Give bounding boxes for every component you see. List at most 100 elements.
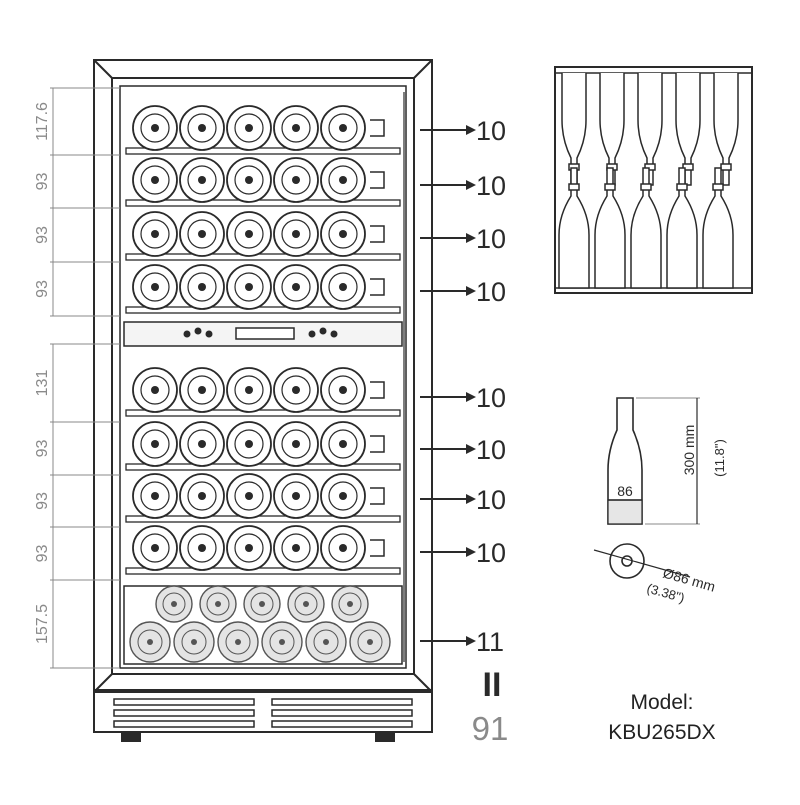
bottle-size-drawing: 86 300 mm (11.8") Ø86 mm (3.38") xyxy=(593,397,727,606)
bottle-center xyxy=(198,544,206,552)
capacity-arrow: 10 xyxy=(420,116,506,146)
bottle-center xyxy=(245,230,253,238)
bottle-punt xyxy=(328,375,358,405)
bottle-center xyxy=(151,283,159,291)
shelf-spacing-label: 93 xyxy=(34,545,51,563)
bottle-punt xyxy=(281,219,311,249)
bottle-center xyxy=(198,283,206,291)
bottle-neck xyxy=(370,278,385,296)
bin-bottle-ring xyxy=(181,629,207,655)
bottle-punt xyxy=(234,113,264,143)
control-button-2 xyxy=(194,327,202,335)
shelf-spacing-label: 157.5 xyxy=(34,604,51,644)
bottle-center xyxy=(245,492,253,500)
capacity-arrow: 10 xyxy=(420,485,506,515)
cabinet-frame xyxy=(93,59,433,693)
bin-bottle-ring xyxy=(137,629,163,655)
shelf-capacity-label: 11 xyxy=(476,627,504,657)
arrow-head xyxy=(466,494,476,504)
arrow-head xyxy=(466,392,476,402)
capacity-arrow: 11 xyxy=(420,627,504,657)
vent-slot-left-3 xyxy=(113,720,255,728)
bottle-center xyxy=(339,283,347,291)
bin-bottle-center xyxy=(367,639,373,645)
bin-bottle-ring xyxy=(357,629,383,655)
bottle-neck xyxy=(370,487,385,505)
model-name: KBU265DX xyxy=(608,721,716,744)
bottle-center xyxy=(339,176,347,184)
bottle-punt xyxy=(234,219,264,249)
bottle-center xyxy=(339,386,347,394)
bottle-center xyxy=(292,124,300,132)
bottle-punt xyxy=(140,533,170,563)
control-button-5 xyxy=(319,327,327,335)
bottle-center xyxy=(151,124,159,132)
bottle-center xyxy=(292,386,300,394)
vent-slot-left-2 xyxy=(113,709,255,717)
control-button-4 xyxy=(308,330,316,338)
shelf-spacing-label: 93 xyxy=(34,173,51,191)
temperature-display xyxy=(235,327,295,340)
bin-bottle-center xyxy=(259,601,265,607)
bottle-punt xyxy=(187,533,217,563)
shelf-dimension: 93 xyxy=(34,474,120,528)
stacked-bottle-upright xyxy=(594,167,626,289)
arrow-head xyxy=(466,286,476,296)
bin-bottle-ring xyxy=(206,592,230,616)
bottle-center xyxy=(292,230,300,238)
shelf-capacity-label: 10 xyxy=(476,383,506,413)
shelf-rows xyxy=(125,105,401,663)
control-button-1 xyxy=(183,330,191,338)
shelf-row xyxy=(125,367,401,417)
bin-bottle-center xyxy=(171,601,177,607)
bottle-neck xyxy=(370,539,385,557)
bottle-center xyxy=(198,492,206,500)
bottle-punt xyxy=(281,429,311,459)
bottle-neck xyxy=(370,225,385,243)
bottle-center xyxy=(245,440,253,448)
bin-bottle-ring xyxy=(162,592,186,616)
shelf-row xyxy=(125,264,401,314)
bottle-center xyxy=(245,386,253,394)
bottle-punt xyxy=(234,533,264,563)
bottle-neck xyxy=(370,381,385,399)
bottle-punt xyxy=(328,429,358,459)
bottle-round-diameter-line xyxy=(593,549,691,578)
bin-bottle-center xyxy=(235,639,241,645)
capacity-arrow: 10 xyxy=(420,224,506,254)
bin-bottle-center xyxy=(279,639,285,645)
shelf-dimension: 157.5 xyxy=(34,579,120,669)
control-button-6 xyxy=(330,330,338,338)
bottle-punt xyxy=(234,375,264,405)
bottle-neck xyxy=(370,435,385,453)
arrow-head xyxy=(466,547,476,557)
bottle-punt xyxy=(281,165,311,195)
capacity-arrow: 10 xyxy=(420,277,506,307)
bottle-punt xyxy=(187,165,217,195)
bin-bottle-ring xyxy=(225,629,251,655)
stacked-bottle-cap xyxy=(712,183,724,191)
shelf-dimension: 93 xyxy=(34,526,120,581)
bin-bottle-center xyxy=(303,601,309,607)
shelf-rail xyxy=(125,409,401,417)
stacked-bottle-upright xyxy=(666,167,698,289)
frame-corner-tr xyxy=(413,59,433,79)
bottle-punt xyxy=(140,219,170,249)
shelf-capacity-label: 10 xyxy=(476,277,506,307)
shelf-spacing-label: 93 xyxy=(34,440,51,458)
foot-right xyxy=(375,731,395,742)
bottle-round-outer xyxy=(609,543,645,579)
shelf-spacing-label: 93 xyxy=(34,492,51,510)
control-button-3 xyxy=(205,330,213,338)
bin-bottle-ring xyxy=(294,592,318,616)
bottle-center xyxy=(198,176,206,184)
bottle-center xyxy=(245,283,253,291)
bottle-punt xyxy=(140,429,170,459)
shelf-dimension: 93 xyxy=(34,154,120,209)
base-plate xyxy=(93,689,433,733)
vent-slot-right-3 xyxy=(271,720,413,728)
